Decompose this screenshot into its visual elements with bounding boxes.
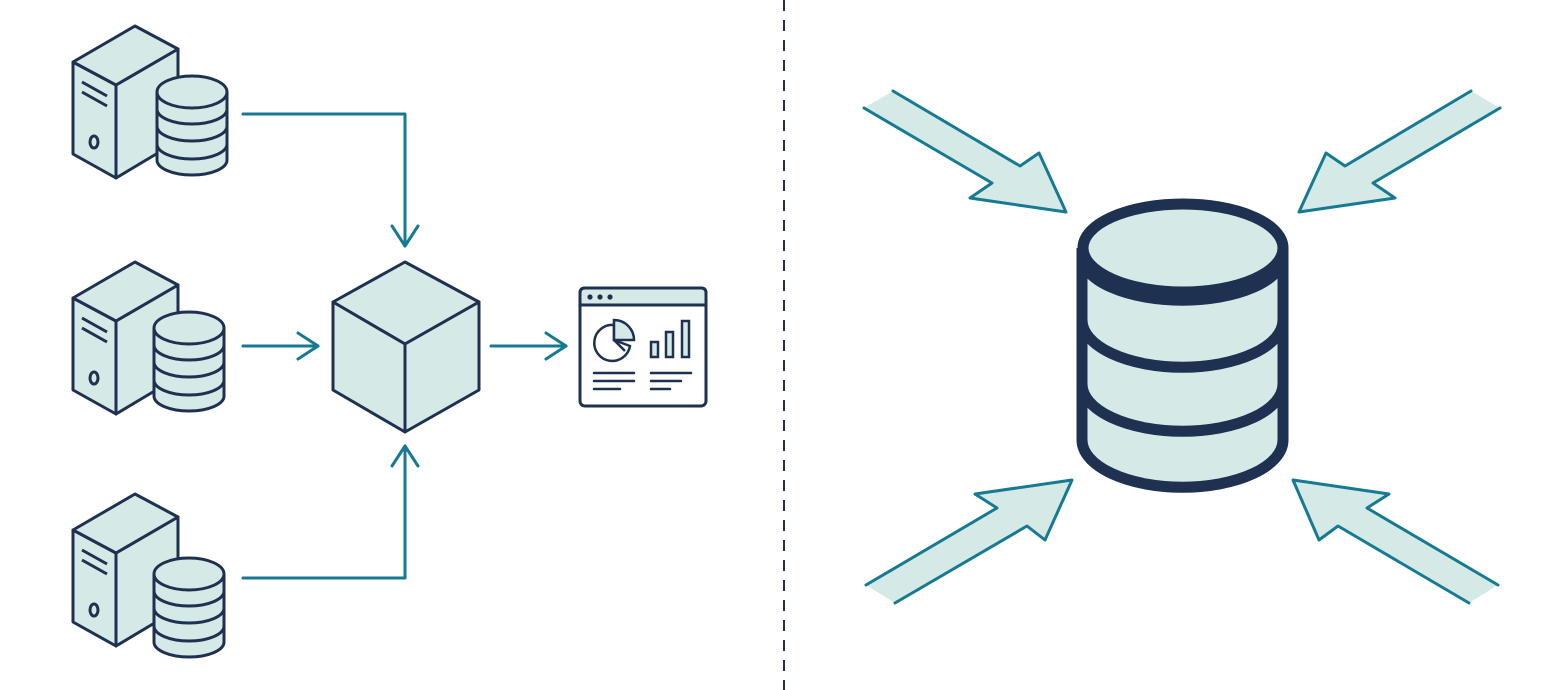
inbound-arrow-top-left	[862, 89, 1068, 214]
inbound-arrow-bottom-left	[864, 478, 1074, 605]
flow-connectors	[241, 112, 568, 580]
cube-icon	[331, 260, 481, 434]
arrow-icon	[866, 480, 1072, 603]
database-layer-3	[1076, 383, 1289, 437]
database-cylinder-icon	[1076, 198, 1289, 493]
window-title-bar	[578, 286, 708, 307]
arrowhead-down-icon	[390, 224, 420, 248]
connector-cube-to-dashboard	[489, 331, 568, 361]
right-panel	[862, 89, 1502, 605]
source-server-2	[71, 260, 226, 416]
arrowhead-right-icon	[544, 331, 568, 361]
connector-source-2-to-cube	[241, 331, 320, 361]
connector-source-3-to-cube	[241, 444, 420, 580]
database-top	[1077, 198, 1289, 298]
connector-source-1-to-cube	[241, 112, 420, 248]
database-stack-icon	[152, 556, 226, 659]
pie-chart-icon	[593, 318, 636, 363]
database-stack-icon	[152, 310, 226, 413]
server-database-icon	[71, 24, 229, 180]
arrowhead-right-icon	[296, 331, 320, 361]
arrow-icon	[864, 91, 1066, 212]
server-database-icon	[71, 492, 226, 659]
inbound-arrow-top-right	[1297, 89, 1502, 214]
arrow-icon	[1299, 91, 1500, 212]
arrow-icon	[1293, 480, 1498, 603]
inbound-arrow-bottom-right	[1291, 478, 1500, 605]
database-layer-2	[1076, 319, 1289, 373]
database-stack-icon	[155, 74, 229, 177]
window-dots-icon	[587, 294, 613, 300]
dashboard-report-icon	[578, 286, 708, 408]
database-layer-1	[1076, 255, 1289, 306]
server-database-icon	[71, 260, 226, 416]
text-lines-icon	[592, 371, 693, 391]
left-panel	[71, 24, 708, 659]
arrowhead-up-icon	[390, 444, 420, 468]
server-tower-icon	[71, 492, 180, 648]
bar-chart-icon	[649, 319, 691, 359]
source-server-1	[71, 24, 229, 180]
source-server-3	[71, 492, 226, 659]
